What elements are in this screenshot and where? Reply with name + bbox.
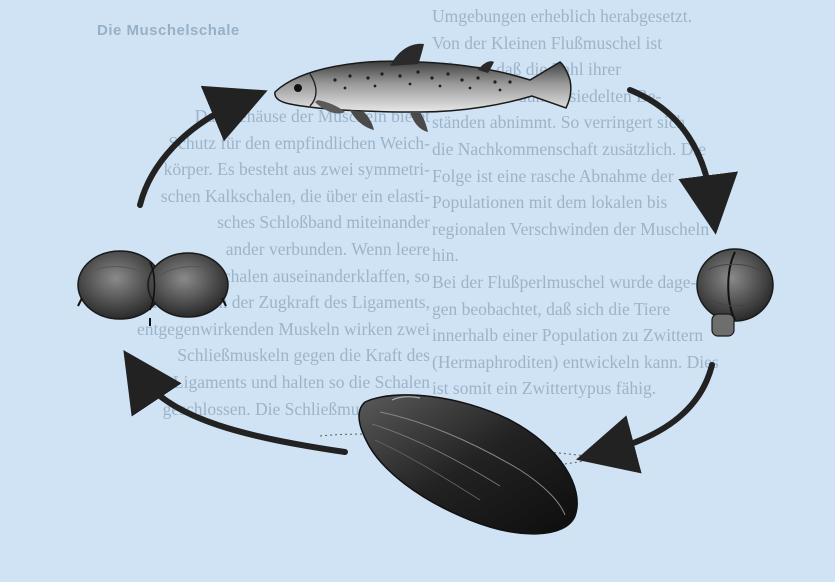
juvenile-mussel-illustration	[78, 251, 228, 326]
diagram-canvas: Die Muschelschale Umgebungen erheblich h…	[0, 0, 835, 567]
arrow-glochidium-to-mussel	[605, 365, 712, 452]
arrow-mussel-to-juvenile	[140, 375, 345, 452]
glochidium-illustration	[697, 249, 773, 336]
arrow-juvenile-to-fish	[140, 102, 240, 205]
life-cycle-illustration	[0, 0, 835, 567]
arrow-fish-to-glochidium	[630, 90, 712, 205]
mussel-illustration	[320, 395, 600, 534]
fish-illustration	[275, 44, 571, 132]
